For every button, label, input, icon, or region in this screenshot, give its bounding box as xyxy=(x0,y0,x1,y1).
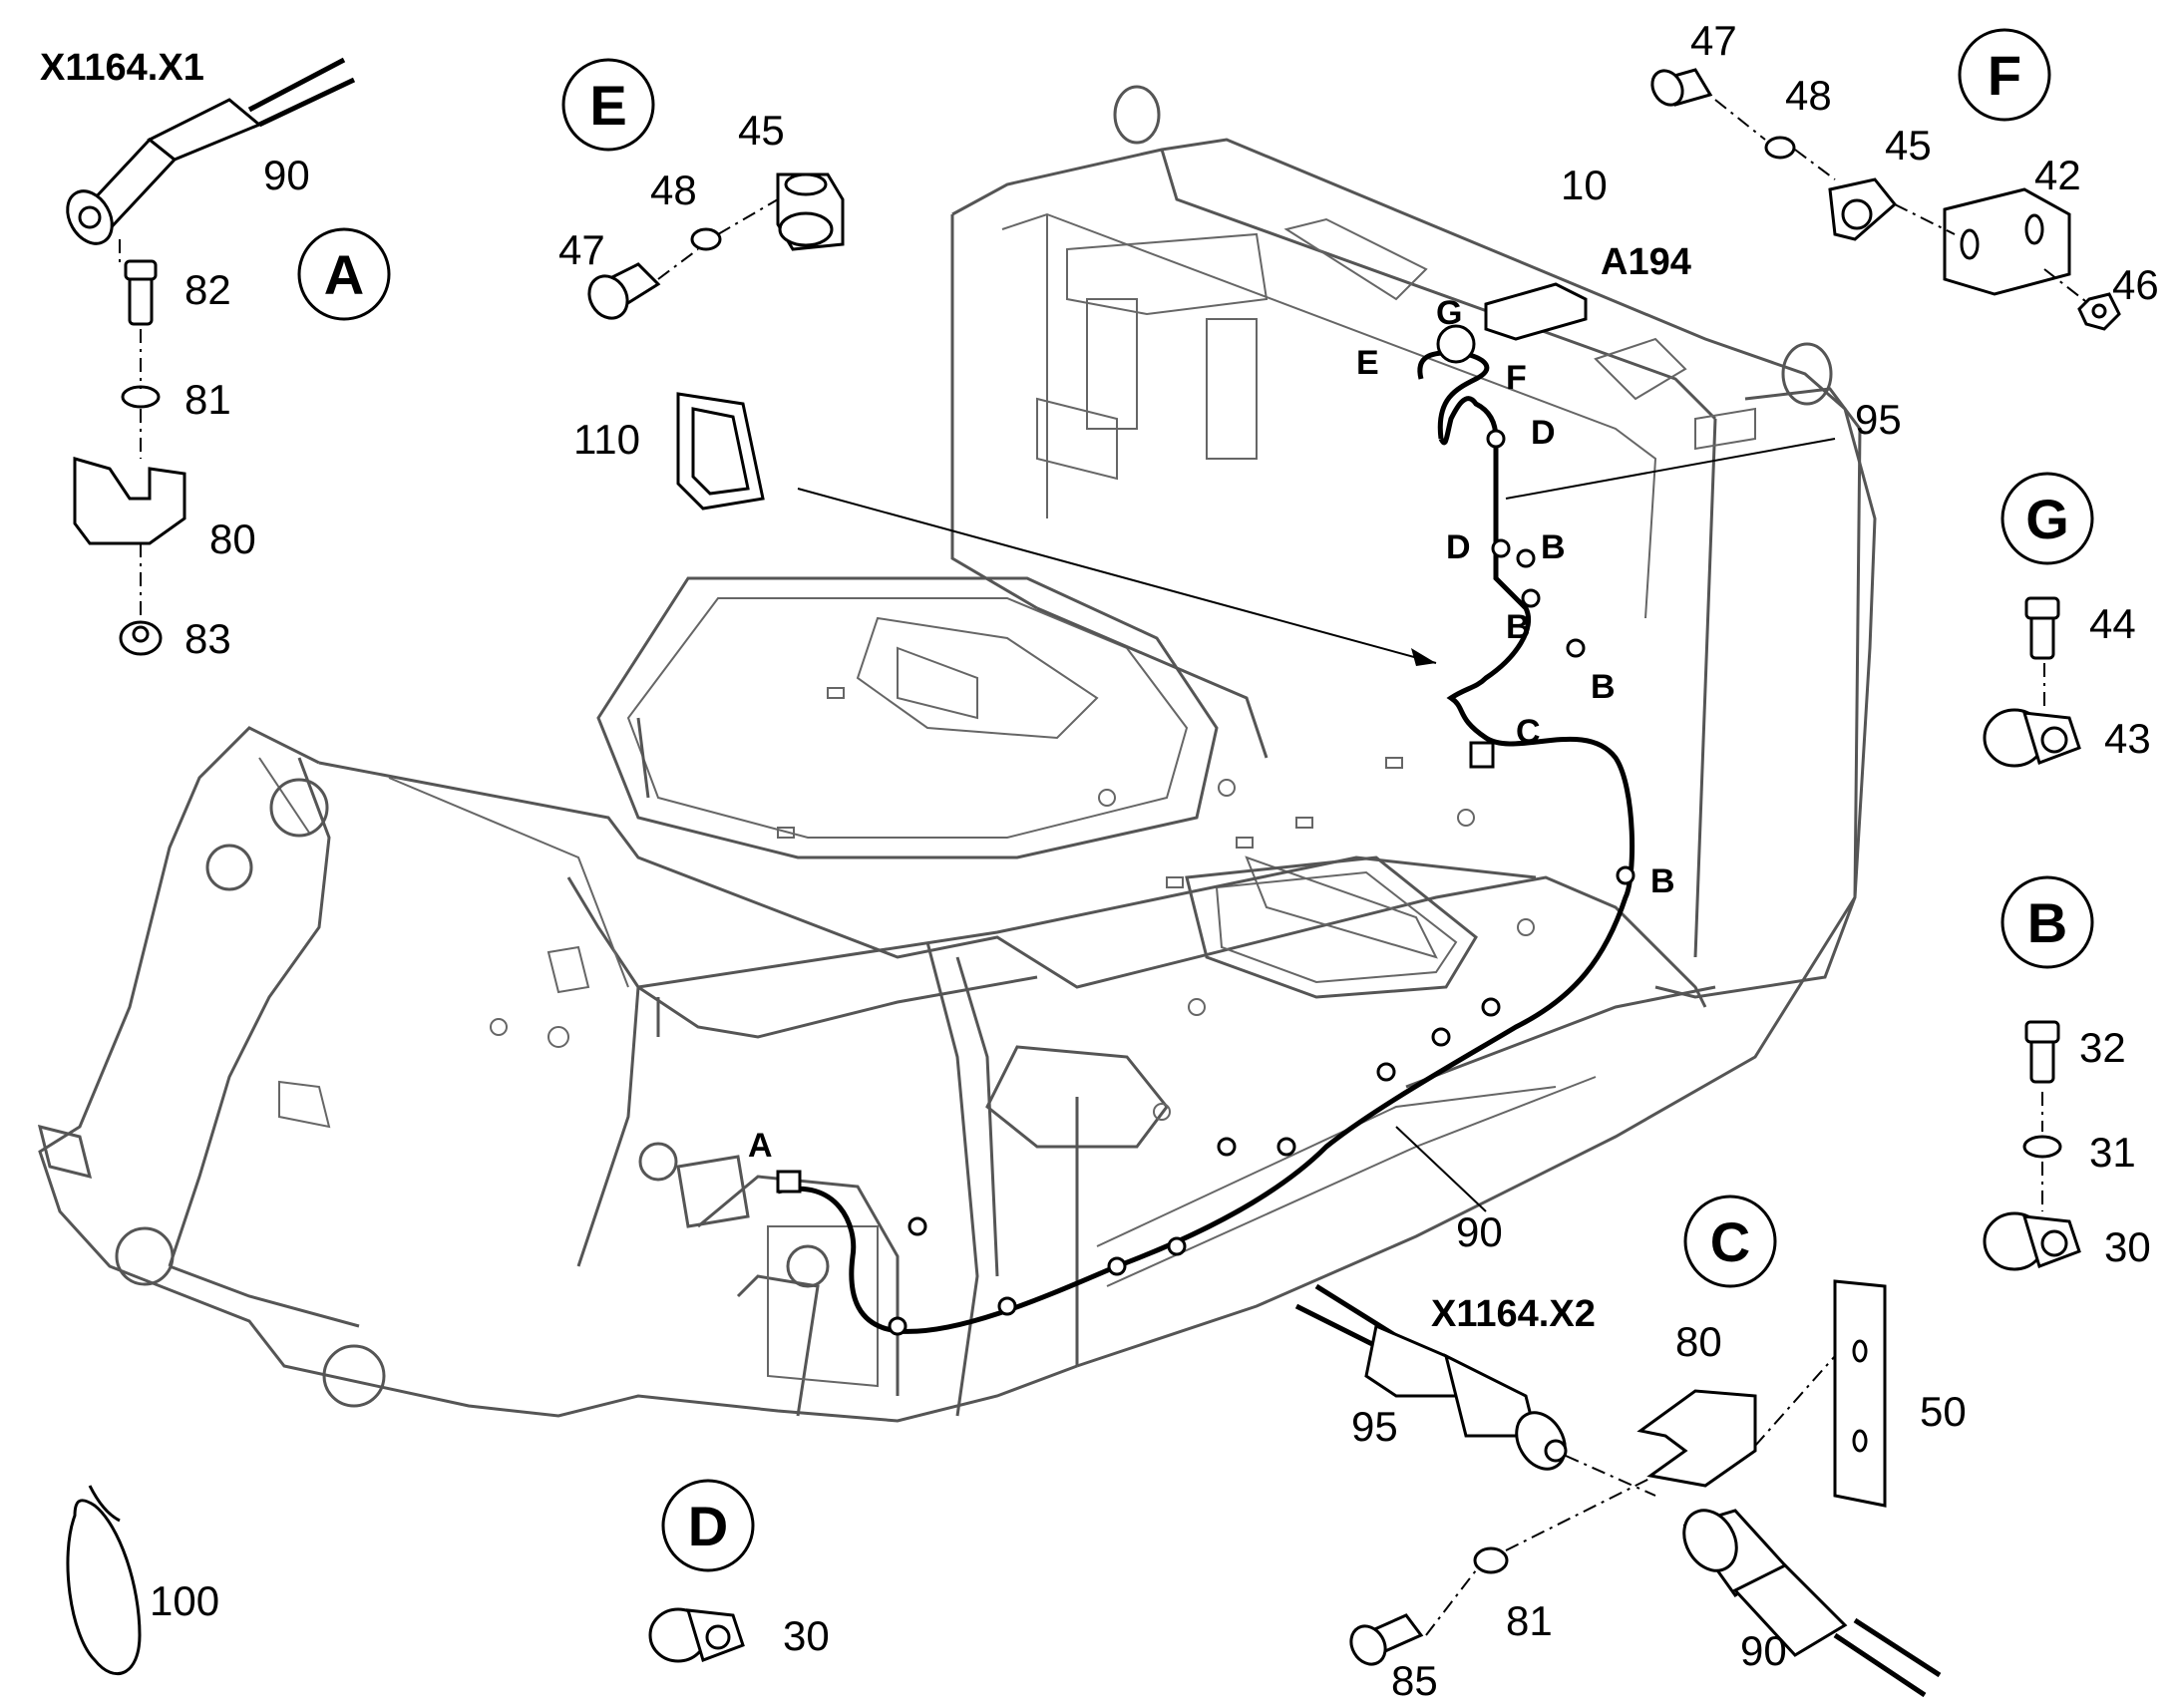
detail-g-group: G 44 43 xyxy=(1983,472,2151,768)
part-81-label: 81 xyxy=(184,376,231,423)
nut-46-icon xyxy=(2077,292,2121,331)
detail-a-group: X1164.X1 90 82 81 80 83 A xyxy=(40,47,391,662)
route-point-b4: B xyxy=(1650,862,1675,900)
route-point-e: E xyxy=(1356,344,1379,382)
bolt-47f-icon xyxy=(1650,68,1713,107)
part-30-label-b: 30 xyxy=(2104,1223,2151,1270)
bracket-80-icon xyxy=(73,457,186,545)
detail-a-letter: A xyxy=(324,243,364,306)
leader-95 xyxy=(1505,438,1836,500)
detail-f-letter: F xyxy=(1988,44,2021,107)
plate-50-icon xyxy=(1833,1279,1887,1508)
route-point-b2: B xyxy=(1506,608,1531,646)
detail-f-group: 47 48 45 F 42 46 xyxy=(1650,17,2159,331)
washer-48f-icon xyxy=(1764,136,1796,160)
part-110-label: 110 xyxy=(573,416,640,463)
detail-d-group: D 30 xyxy=(648,1479,830,1663)
detail-b-group: B 32 31 30 xyxy=(1983,875,2151,1271)
connector-a194-label: A194 xyxy=(1601,241,1691,283)
part-81-label-c: 81 xyxy=(1506,1597,1553,1644)
detail-a-callout xyxy=(297,227,391,321)
cable-connector-90c-icon xyxy=(1682,1509,1942,1698)
part-43-label-g: 43 xyxy=(2104,715,2151,762)
bolt-85-icon xyxy=(1349,1613,1424,1666)
part-90-label: 90 xyxy=(263,152,310,198)
part-42-label-f: 42 xyxy=(2034,152,2081,198)
cable-connector-95-icon xyxy=(1294,1283,1568,1471)
part-47-label-e: 47 xyxy=(558,226,605,273)
clamp-45-icon xyxy=(776,172,845,251)
washer-31-icon xyxy=(2022,1135,2062,1159)
detail-c-callout xyxy=(1683,1195,1777,1288)
part-82-label: 82 xyxy=(184,266,231,313)
clamp-30d-icon xyxy=(648,1607,745,1663)
washer-81c-icon xyxy=(1473,1546,1509,1574)
leader-110 xyxy=(797,488,1437,664)
bolt-44-icon xyxy=(2024,596,2060,660)
nut-83-icon xyxy=(119,620,163,656)
bolt-82-icon xyxy=(124,259,158,326)
part-32-label-b: 32 xyxy=(2079,1024,2126,1071)
route-point-d1: D xyxy=(1531,414,1556,452)
clamp-30-icon xyxy=(1983,1211,2081,1271)
part-90-route-label: 90 xyxy=(1456,1208,1503,1255)
part-90-label-c: 90 xyxy=(1740,1627,1787,1674)
grommet-110-icon xyxy=(676,392,765,511)
clamp-45f-icon xyxy=(1828,177,1898,241)
route-point-d2: D xyxy=(1446,528,1471,566)
detail-c-group: C X1164.X2 80 50 95 81 85 xyxy=(1294,1195,1967,1704)
cable-harness-route xyxy=(776,282,1635,1336)
part-95-label: 95 xyxy=(1855,396,1902,443)
bracket-80c-icon xyxy=(1636,1389,1757,1488)
detail-e-callout xyxy=(561,58,655,152)
washer-48-icon xyxy=(690,227,722,251)
detail-e-group: E 45 48 47 xyxy=(558,58,845,320)
detail-g-letter: G xyxy=(2025,488,2069,550)
detail-d-letter: D xyxy=(688,1495,728,1557)
leader-90 xyxy=(1395,1126,1487,1212)
part-10-label: 10 xyxy=(1561,162,1608,208)
cable-tie-100-icon xyxy=(66,1485,142,1676)
part-100-label: 100 xyxy=(150,1577,219,1624)
part-30-label-d: 30 xyxy=(783,1612,830,1659)
washer-81-icon xyxy=(121,385,161,409)
detail-g-callout xyxy=(2000,472,2094,565)
part-31-label-b: 31 xyxy=(2089,1129,2136,1176)
connector-x2-label: X1164.X2 xyxy=(1431,1293,1596,1335)
detail-e-letter: E xyxy=(589,74,626,137)
bolt-32-icon xyxy=(2024,1020,2060,1084)
route-point-a: A xyxy=(748,1127,773,1165)
part-45-label-f: 45 xyxy=(1885,122,1932,169)
leader-110-arrow xyxy=(1411,648,1436,666)
route-point-f: F xyxy=(1506,359,1527,397)
part-95-label-c: 95 xyxy=(1351,1403,1398,1450)
route-point-c: C xyxy=(1516,713,1541,751)
part-80-label-c: 80 xyxy=(1675,1318,1722,1365)
detail-c-letter: C xyxy=(1710,1210,1750,1273)
bolt-47-icon xyxy=(587,262,661,320)
part-45-label-e: 45 xyxy=(738,107,785,154)
detail-d-callout xyxy=(661,1479,755,1572)
part-80-label: 80 xyxy=(209,515,256,562)
part-48-label-e: 48 xyxy=(650,167,697,213)
cable-connector-90-icon xyxy=(66,57,356,245)
detail-f-callout xyxy=(1958,28,2051,122)
clamp-43-icon xyxy=(1983,708,2081,768)
detail-b-callout xyxy=(2000,875,2094,969)
route-point-b3: B xyxy=(1591,668,1616,706)
route-point-b1: B xyxy=(1541,528,1566,566)
detail-b-letter: B xyxy=(2027,891,2067,954)
part-48-label-f: 48 xyxy=(1785,72,1832,119)
connector-x1-label: X1164.X1 xyxy=(40,47,204,89)
machine-frame xyxy=(37,85,1877,1423)
part-46-label-f: 46 xyxy=(2112,261,2159,308)
part-85-label-c: 85 xyxy=(1391,1657,1438,1704)
part-47-label-f: 47 xyxy=(1690,17,1737,64)
part-50-label-c: 50 xyxy=(1920,1388,1967,1435)
angle-bracket-42-icon xyxy=(1943,187,2071,296)
part-83-label: 83 xyxy=(184,615,231,662)
route-point-g: G xyxy=(1436,294,1462,332)
part-44-label-g: 44 xyxy=(2089,600,2136,647)
